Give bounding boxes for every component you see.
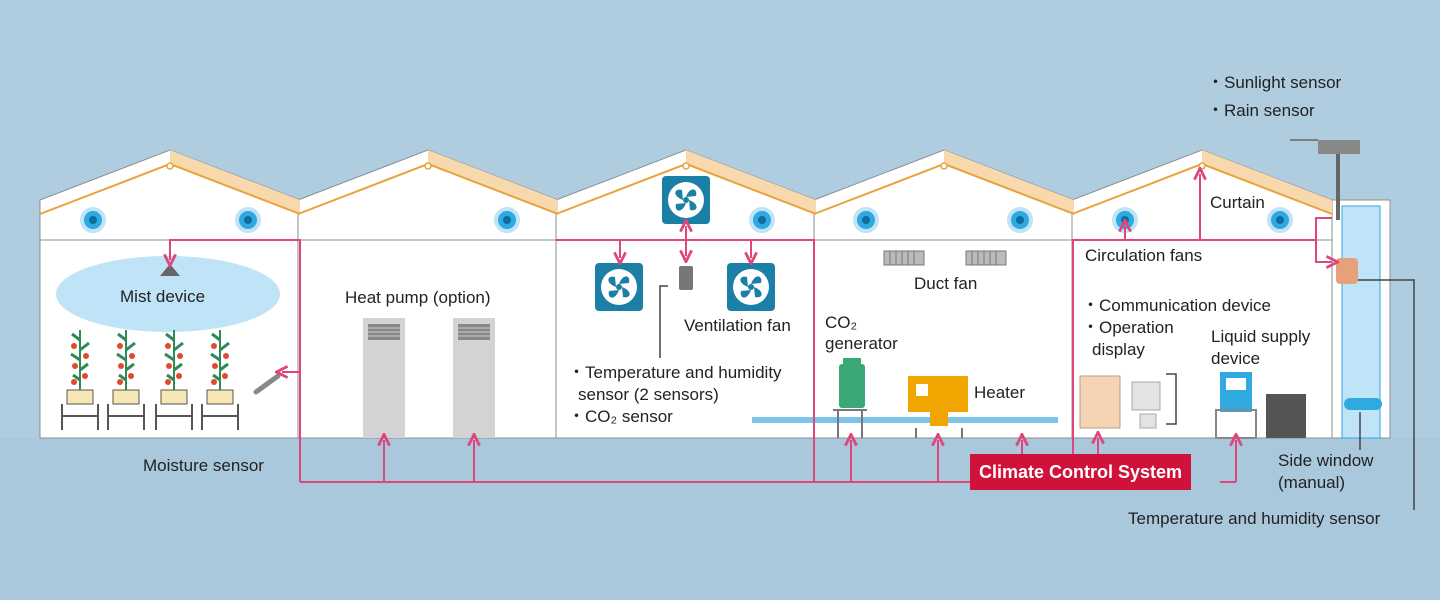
liquid-supply-unit (1215, 372, 1306, 439)
sunlight-sensor-label: ・Sunlight sensor (1207, 73, 1342, 92)
co2-generator-unit (833, 358, 867, 438)
side-window-roller (1344, 398, 1382, 410)
moisture-sensor-label: Moisture sensor (143, 456, 264, 475)
co2-sensor-label: ・CO₂ sensor (568, 407, 673, 426)
heat-pump-label: Heat pump (option) (345, 288, 491, 307)
liquid-supply-label-line1: Liquid supply (1211, 327, 1311, 346)
temp-humidity-2-label-line1: ・Temperature and humidity (568, 363, 782, 382)
ventilation-fan-label: Ventilation fan (684, 316, 791, 335)
temp-humidity-2-label-line2: sensor (2 sensors) (578, 385, 719, 404)
ground (0, 438, 1440, 600)
side-window-label-line1: Side window (1278, 451, 1374, 470)
duct-fan-label: Duct fan (914, 274, 978, 293)
liquid-supply-label-line2: device (1211, 349, 1261, 368)
rain-sensor-label: ・Rain sensor (1207, 101, 1315, 120)
co2-generator-label-line2: generator (825, 334, 898, 353)
side-temp-sensor-icon (1336, 258, 1358, 284)
climate-control-system-badge: Climate Control System (970, 454, 1192, 490)
weather-sensor-mast (1290, 139, 1360, 220)
control-lines (170, 174, 1332, 483)
communication-device-label: ・Communication device (1082, 296, 1271, 315)
heater-unit (908, 376, 968, 438)
mist-nozzle-icon (160, 264, 180, 276)
temp-humidity-sensor-icon (679, 266, 693, 290)
operation-display-label-line2: display (1092, 340, 1145, 359)
circulation-fans-label: Circulation fans (1085, 246, 1203, 265)
mist-device-label: Mist device (120, 287, 206, 306)
side-window-label-line2: (manual) (1278, 473, 1346, 492)
temp-humidity-sensor-label: Temperature and humidity sensor (1128, 509, 1381, 528)
heat-pump-units (363, 318, 495, 438)
co2-generator-label-line1: CO₂ (825, 313, 858, 332)
greenhouse-bays (39, 149, 1391, 439)
heater-label: Heater (974, 383, 1026, 402)
curtain-label: Curtain (1210, 193, 1265, 212)
mist-cloud (56, 256, 280, 332)
moisture-sensor-probe-icon (253, 373, 281, 395)
duct-fan-icons (883, 250, 1007, 266)
control-equipment (1079, 373, 1177, 429)
operation-display-label-line1: ・Operation (1082, 318, 1174, 337)
